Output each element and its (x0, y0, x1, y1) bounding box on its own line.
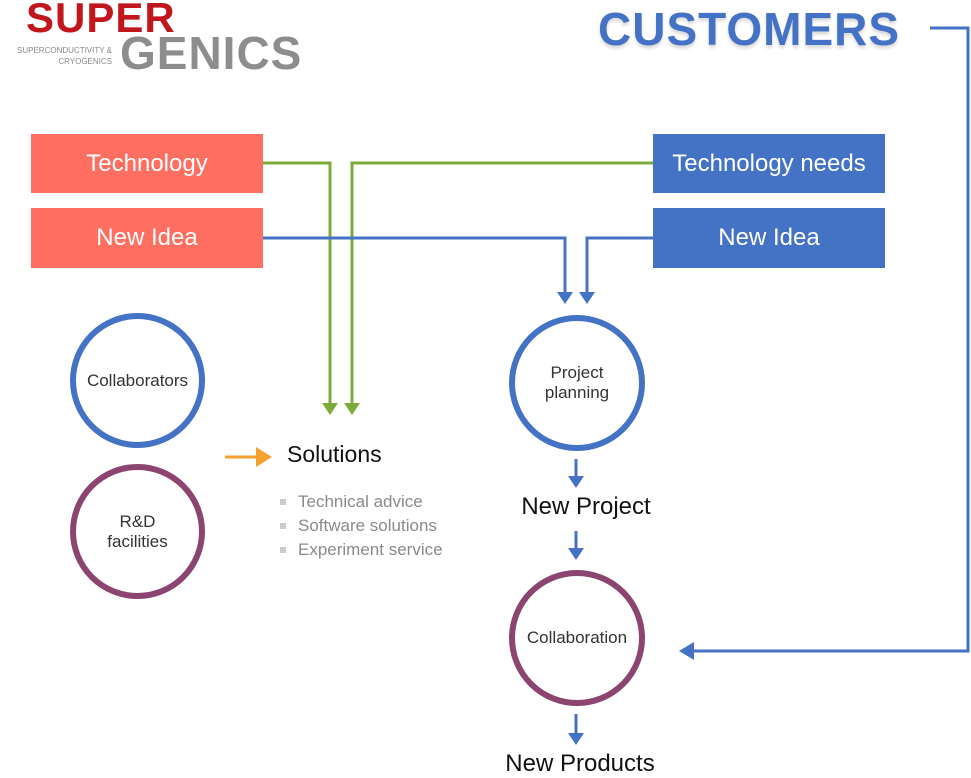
rnd-facilities-circle: R&D facilities (70, 464, 205, 599)
collaborators-circle: Collaborators (70, 313, 205, 448)
right-new-idea-arrowhead (579, 292, 595, 304)
solution-item-label: Software solutions (298, 516, 437, 535)
new-products-label: New Products (505, 750, 655, 777)
new-project-label: New Project (521, 493, 651, 520)
rnd-facilities-label: R&D facilities (107, 511, 168, 551)
list-item: Technical advice (280, 490, 443, 514)
project-to-collaboration-arrowhead (568, 548, 584, 560)
solutions-title: Solutions (287, 441, 382, 467)
logo-subtitle-line2: CRYOGENICS (58, 57, 112, 66)
collaboration-label: Collaboration (526, 628, 628, 647)
bullet-icon (280, 547, 286, 553)
logo-genics: GENICS (120, 27, 303, 79)
logo-super: SUPER (26, 0, 176, 41)
customers-arrowhead (679, 642, 694, 660)
right-new-idea-box: New Idea (653, 208, 885, 268)
logo-subtitle: SUPERCONDUCTIVITY & CRYOGENICS (0, 45, 112, 67)
collaboration-circle: Collaboration (509, 570, 645, 706)
customers-to-collaboration-line (692, 26, 970, 653)
technology-needs-box: Technology needs (653, 134, 885, 193)
technology-needs-label: Technology needs (672, 149, 866, 177)
list-item: Experiment service (280, 538, 443, 562)
solutions-list: Technical advice Software solutions Expe… (280, 490, 443, 562)
bullet-icon (280, 499, 286, 505)
resources-to-solutions-arrowhead (256, 447, 272, 467)
right-new-idea-label: New Idea (718, 224, 820, 251)
technology-arrowhead (322, 403, 338, 415)
solution-item-label: Experiment service (298, 540, 443, 559)
left-new-idea-arrowhead (557, 292, 573, 304)
project-planning-circle: Project planning (509, 315, 645, 451)
planning-to-project-arrowhead (568, 476, 584, 488)
right-new-idea-to-planning-line (585, 236, 653, 295)
left-new-idea-to-planning-line (263, 236, 567, 295)
technology-needs-to-solutions-line (350, 161, 653, 405)
collaboration-to-products-arrowhead (568, 733, 584, 745)
left-new-idea-box: New Idea (31, 208, 263, 268)
solution-item-label: Technical advice (298, 492, 423, 511)
technology-needs-arrowhead (344, 403, 360, 415)
technology-to-solutions-line (263, 161, 332, 405)
project-planning-label: Project planning (544, 363, 610, 402)
customers-title: CUSTOMERS (598, 3, 901, 55)
technology-box: Technology (31, 134, 263, 193)
bullet-icon (280, 523, 286, 529)
logo-subtitle-line1: SUPERCONDUCTIVITY & (17, 46, 112, 55)
technology-label: Technology (86, 149, 208, 177)
list-item: Software solutions (280, 514, 443, 538)
collaborators-label: Collaborators (86, 370, 189, 390)
left-new-idea-label: New Idea (96, 224, 198, 251)
